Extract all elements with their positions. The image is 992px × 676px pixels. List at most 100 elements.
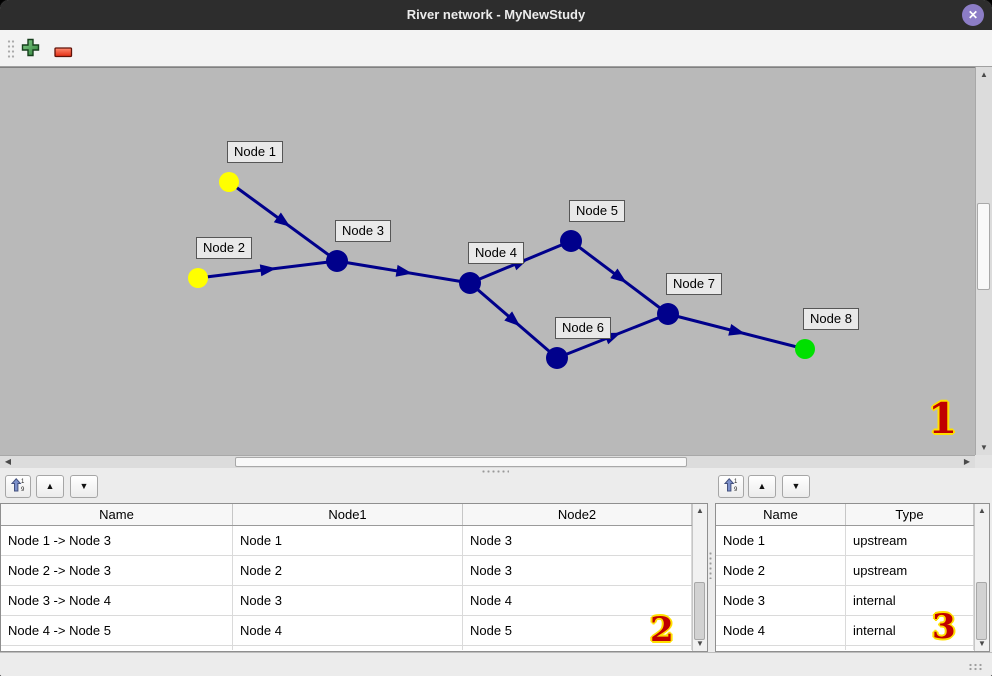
move-down-button[interactable]: ▼ [782, 475, 810, 498]
edge-arrowhead-icon [610, 268, 627, 283]
resize-grip[interactable] [968, 663, 983, 672]
horizontal-scroll-thumb[interactable] [235, 457, 687, 467]
table-row-partial [716, 646, 989, 650]
network-node[interactable] [795, 339, 815, 359]
move-up-button[interactable]: ▲ [36, 475, 64, 498]
table-cell[interactable]: internal [846, 586, 974, 615]
table-cell [716, 646, 846, 650]
network-node[interactable] [326, 250, 348, 272]
down-arrow-icon: ▼ [791, 481, 801, 491]
links-table-scrollbar[interactable]: ▲ ▼ [692, 504, 707, 651]
column-header[interactable]: Node2 [463, 504, 692, 525]
toolbar-grip-handle[interactable] [7, 39, 15, 59]
close-button[interactable]: ✕ [962, 4, 984, 26]
sort-button[interactable]: 1 9 [5, 475, 31, 498]
scroll-down-icon[interactable]: ▼ [978, 639, 986, 648]
table-cell[interactable]: upstream [846, 526, 974, 555]
table-cell[interactable]: Node 5 [463, 616, 692, 645]
column-header[interactable]: Node1 [233, 504, 463, 525]
column-header[interactable]: Type [846, 504, 974, 525]
network-node[interactable] [560, 230, 582, 252]
plus-icon [21, 38, 40, 60]
move-down-button[interactable]: ▼ [70, 475, 98, 498]
table-cell[interactable]: upstream [846, 556, 974, 585]
remove-button[interactable] [52, 42, 74, 64]
network-node[interactable] [459, 272, 481, 294]
table-cell[interactable]: Node 3 -> Node 4 [1, 586, 233, 615]
table-cell[interactable]: Node 3 [463, 526, 692, 555]
vertical-scroll-thumb[interactable] [977, 203, 990, 290]
table-row-partial [1, 646, 707, 650]
move-up-button[interactable]: ▲ [748, 475, 776, 498]
splitter-handle-dots [709, 551, 712, 579]
table-cell[interactable]: Node 1 -> Node 3 [1, 526, 233, 555]
node-label: Node 2 [196, 237, 252, 259]
table-cell [1, 646, 233, 650]
network-node[interactable] [657, 303, 679, 325]
sort-ascending-icon: 1 9 [10, 478, 26, 496]
scroll-left-icon[interactable]: ◀ [4, 457, 12, 466]
node-label: Node 3 [335, 220, 391, 242]
table-cell[interactable]: Node 3 [716, 586, 846, 615]
down-arrow-icon: ▼ [79, 481, 89, 491]
column-header[interactable]: Name [716, 504, 846, 525]
scroll-down-icon[interactable]: ▼ [980, 443, 988, 452]
network-node[interactable] [219, 172, 239, 192]
horizontal-splitter[interactable] [0, 468, 992, 475]
table-cell[interactable]: Node 4 [716, 616, 846, 645]
table-cell[interactable]: Node 1 [716, 526, 846, 555]
svg-text:9: 9 [21, 487, 25, 493]
add-button[interactable] [19, 38, 41, 60]
node-label: Node 7 [666, 273, 722, 295]
node-label: Node 8 [803, 308, 859, 330]
scroll-right-icon[interactable]: ▶ [963, 457, 971, 466]
splitter-handle-dots [481, 470, 509, 473]
nodes-scroll-thumb[interactable] [976, 582, 987, 640]
close-icon: ✕ [967, 8, 979, 22]
table-cell[interactable]: Node 3 [233, 586, 463, 615]
sort-button[interactable]: 1 9 [718, 475, 744, 498]
table-cell[interactable]: Node 2 [233, 556, 463, 585]
nodes-table-scrollbar[interactable]: ▲ ▼ [974, 504, 989, 651]
network-node[interactable] [188, 268, 208, 288]
table-cell[interactable]: Node 4 [233, 616, 463, 645]
up-arrow-icon: ▲ [757, 481, 767, 491]
table-cell[interactable]: Node 3 [463, 556, 692, 585]
annotation-1: 1 [928, 394, 958, 443]
table-cell[interactable]: Node 2 [716, 556, 846, 585]
vertical-splitter[interactable] [708, 475, 714, 652]
titlebar[interactable]: River network - MyNewStudy ✕ [0, 0, 992, 30]
table-cell [846, 646, 974, 650]
table-cell[interactable]: internal [846, 616, 974, 645]
scroll-up-icon[interactable]: ▲ [978, 506, 986, 515]
annotation-2: 2 [650, 610, 674, 650]
canvas-horizontal-scrollbar[interactable]: ◀ ▶ [0, 455, 975, 468]
scroll-down-icon[interactable]: ▼ [696, 639, 704, 648]
table-cell[interactable]: Node 4 -> Node 5 [1, 616, 233, 645]
table-cell[interactable]: Node 1 [233, 526, 463, 555]
scroll-up-icon[interactable]: ▲ [980, 70, 988, 79]
column-header[interactable]: Name [1, 504, 233, 525]
scroll-up-icon[interactable]: ▲ [696, 506, 704, 515]
network-node[interactable] [546, 347, 568, 369]
table-cell[interactable]: Node 4 [463, 586, 692, 615]
table-cell [463, 646, 692, 650]
links-scroll-thumb[interactable] [694, 582, 705, 640]
canvas-vertical-scrollbar[interactable]: ▲ ▼ [975, 67, 992, 455]
up-arrow-icon: ▲ [45, 481, 55, 491]
table-cell[interactable]: Node 2 -> Node 3 [1, 556, 233, 585]
sort-ascending-icon: 1 9 [723, 478, 739, 496]
